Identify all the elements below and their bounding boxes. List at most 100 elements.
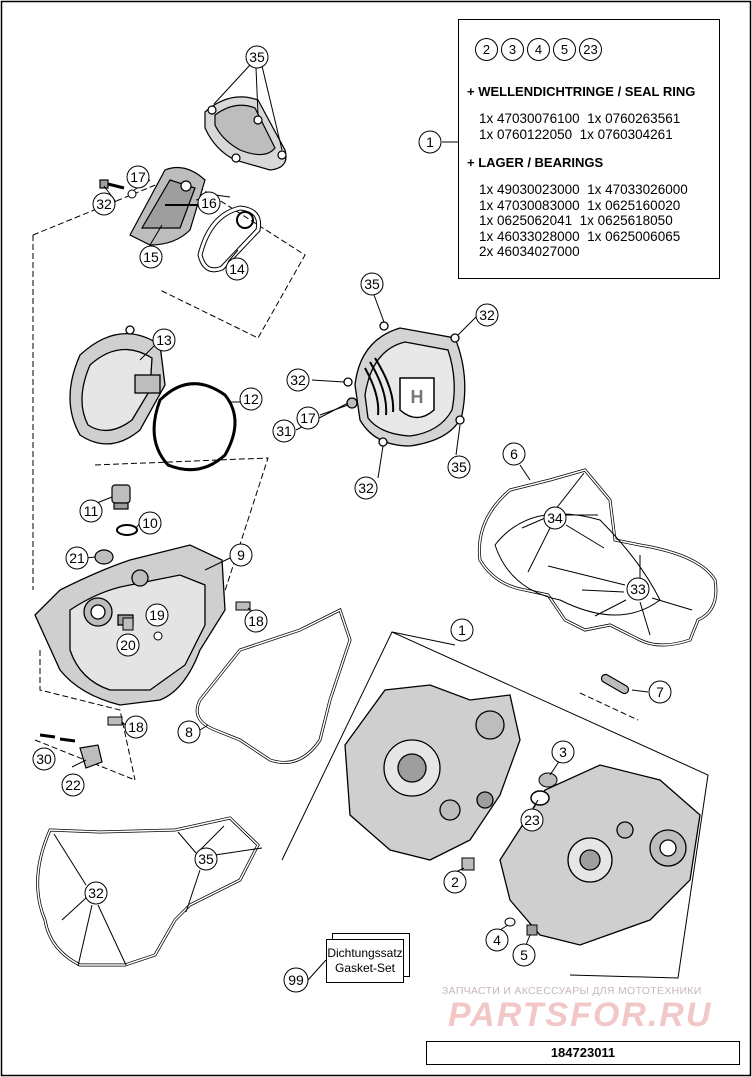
bearing-3 (538, 772, 558, 788)
crankcase-right-half (499, 764, 701, 946)
callout-30: 30 (32, 747, 56, 771)
callout-32-top: 32 (92, 192, 116, 216)
callout-label: 10 (142, 515, 158, 531)
callout-34: 34 (543, 506, 567, 530)
bolt-32-top (99, 179, 125, 190)
part-number: 1x 0625618050 (579, 213, 673, 228)
part-number: 1x 0625160020 (587, 197, 681, 213)
callout-21: 21 (65, 546, 89, 570)
ref-circle: 3 (501, 38, 524, 61)
gasket-set-line1: Dichtungssatz (327, 946, 403, 960)
part-number: 1x 0760304261 (579, 126, 673, 142)
crankcase-gasket-6 (477, 468, 718, 647)
washer-19 (153, 631, 163, 641)
water-pump-cover-35 (204, 96, 287, 171)
seal-ring-list: 1x 47030076100 1x 0760263561 1x 07601220… (479, 111, 680, 142)
watermark-tagline: ЗАПЧАСТИ И АКСЕССУАРЫ ДЛЯ МОТОТЕХНИКИ (442, 985, 702, 997)
clutch-cover-13 (69, 325, 166, 445)
callout-label: 11 (84, 503, 99, 519)
callout-7: 7 (648, 680, 672, 704)
callout-12: 12 (239, 387, 263, 411)
callout-label: 7 (656, 684, 664, 700)
part-number: 1x 0625006065 (587, 228, 681, 244)
callout-label: 14 (229, 261, 245, 277)
callout-18-lower: 18 (124, 715, 148, 739)
callout-label: 1 (458, 622, 466, 638)
crankcase-left-half (344, 684, 521, 861)
crankcase-group-outline (281, 631, 709, 979)
callout-label: 17 (300, 410, 316, 426)
callout-label: 18 (128, 719, 144, 735)
callout-label: 8 (185, 724, 193, 740)
dowel-18-lower (107, 716, 123, 726)
callout-label: 16 (201, 195, 217, 211)
part-number: 1x 0625062041 (479, 213, 573, 228)
callout-35-ign-bottom: 35 (447, 455, 471, 479)
gasket-12 (152, 382, 237, 472)
callout-9: 9 (229, 543, 253, 567)
plug-5 (526, 924, 538, 936)
ref-circle: 23 (579, 38, 602, 61)
callout-label: 35 (451, 459, 467, 475)
callout-32-ign-left: 32 (286, 368, 310, 392)
callout-1-info: 1 (418, 130, 442, 154)
gasket-14 (197, 205, 262, 273)
callout-label: 23 (524, 812, 540, 828)
dashed-group-outlines (32, 174, 639, 781)
callout-35-top: 35 (245, 45, 269, 69)
callout-16: 16 (197, 191, 221, 215)
callout-label: 31 (276, 423, 292, 439)
watermark-logo: PARTSFOR.RU (448, 996, 713, 1034)
callout-label: 22 (65, 777, 81, 793)
callout-label: 35 (249, 49, 265, 65)
callout-6: 6 (502, 442, 526, 466)
bearings-list: 1x 49030023000 1x 47033026000 1x 4703008… (479, 182, 688, 260)
callout-label: 33 (630, 581, 646, 597)
callout-label: 32 (96, 196, 112, 212)
callout-32-ign-top: 32 (475, 303, 499, 327)
sensor-20 (122, 617, 134, 631)
callout-label: 32 (88, 885, 104, 901)
bolt-30 (39, 733, 56, 739)
callout-label: 21 (69, 550, 85, 566)
part-number: 1x 0760122050 (479, 126, 573, 142)
ref-circle: 5 (553, 38, 576, 61)
part-number: 1x 0760263561 (587, 111, 681, 126)
dowel-2 (461, 857, 475, 871)
washer-4 (504, 917, 516, 927)
callout-label: 35 (364, 276, 380, 292)
part-number: 1x 47030083000 (479, 197, 580, 213)
dowel-18-upper (235, 601, 251, 611)
washer-17-top (127, 189, 137, 199)
parts-info-box: 2 3 4 5 23 + WELLENDICHTRINGE / SEAL RIN… (458, 19, 720, 279)
part-number: 1x 49030023000 (479, 182, 580, 197)
water-pump-housing-15 (129, 167, 206, 246)
ref-circle: 2 (475, 38, 498, 61)
callout-label: 1 (426, 134, 434, 150)
callout-label: 5 (520, 947, 528, 963)
callout-label: 18 (248, 613, 264, 629)
callout-31: 31 (272, 419, 296, 443)
callout-11: 11 (79, 499, 103, 523)
svg-text:H: H (411, 387, 424, 407)
callout-32-gasket: 32 (84, 881, 108, 905)
callout-label: 13 (156, 332, 172, 348)
callout-32-ign-bottom: 32 (354, 476, 378, 500)
callout-15: 15 (139, 245, 163, 269)
callout-label: 4 (493, 932, 501, 948)
callout-label: 3 (559, 744, 567, 760)
outer-cover-gasket (36, 816, 260, 967)
callout-1-crankcase: 1 (450, 618, 474, 642)
bearings-header: + LAGER / BEARINGS (467, 155, 604, 170)
ignition-cover: H (343, 321, 466, 447)
seal-ring-header: + WELLENDICHTRINGE / SEAL RING (467, 84, 696, 99)
o-ring-10 (116, 524, 138, 536)
pin-7 (600, 673, 630, 695)
callout-17-ign: 17 (296, 406, 320, 430)
engine-cover-9 (34, 544, 226, 706)
gasket-set-box: Dichtungssatz Gasket-Set (326, 939, 404, 983)
seal-21 (94, 549, 114, 565)
part-number: 1x 47033026000 (587, 182, 688, 197)
